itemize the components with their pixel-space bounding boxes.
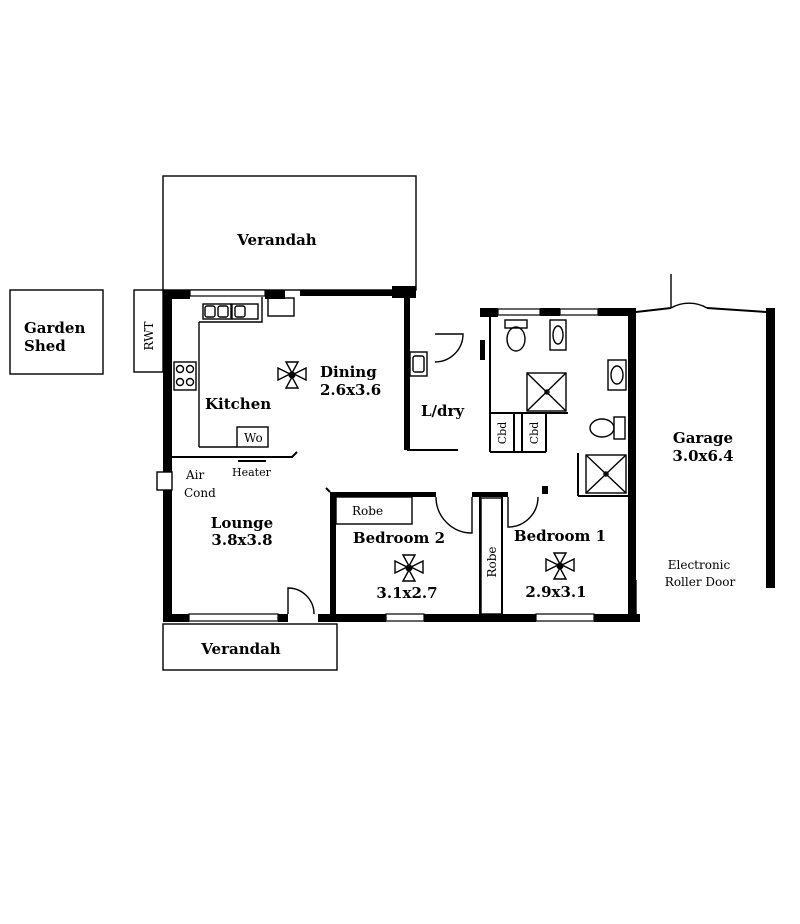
air-cond-label: Air: [185, 468, 205, 482]
lounge-label: Lounge: [211, 514, 273, 532]
bedroom2-label: Bedroom 2: [353, 529, 445, 547]
rwt-label: RWT: [142, 321, 156, 350]
bedroom1-label: Bedroom 1: [514, 527, 606, 545]
roller-door-label-2: Roller Door: [665, 575, 736, 589]
ceiling-fan-icon: [277, 361, 307, 389]
kitchen-label: Kitchen: [205, 395, 271, 413]
exterior-walls: [163, 286, 775, 622]
bedroom1-size: 2.9x3.1: [525, 583, 586, 601]
dining-label: Dining: [320, 363, 377, 381]
verandah-bottom-label: Verandah: [200, 640, 281, 658]
garden-shed-outline: [9, 289, 104, 375]
verandah-bottom-outline: [162, 623, 338, 671]
robe-bedroom1-outline: [480, 497, 503, 615]
lounge-size: 3.8x3.8: [211, 531, 272, 549]
robe-bedroom2-outline: [335, 496, 413, 525]
door-swings: [287, 274, 767, 622]
dining-size: 2.6x3.6: [320, 381, 381, 399]
ceiling-fan-icon: [545, 552, 575, 580]
robe-bedroom1-label: Robe: [485, 546, 499, 577]
roller-door-label: Electronic: [668, 558, 731, 572]
air-cond-label-2: Cond: [184, 486, 216, 500]
cbd-label-1: Cbd: [496, 422, 509, 445]
verandah-top-label: Verandah: [236, 231, 317, 249]
garden-shed-label: Garden: [24, 319, 85, 337]
garage-size: 3.0x6.4: [672, 447, 733, 465]
laundry-label: L/dry: [421, 402, 465, 420]
wo-label: Wo: [244, 431, 263, 445]
windows: [188, 289, 599, 622]
robe-bedroom2-label: Robe: [352, 504, 383, 518]
interior-walls: [172, 316, 628, 622]
cbd-label-2: Cbd: [528, 422, 541, 445]
ceiling-fan-icon: [394, 554, 424, 582]
bathroom-fixtures: [409, 319, 627, 494]
garage-label: Garage: [673, 429, 733, 447]
heater-label: Heater: [232, 466, 272, 479]
garden-shed-label-2: Shed: [24, 337, 66, 355]
bedroom2-size: 3.1x2.7: [376, 584, 437, 602]
wall-oven: [236, 426, 269, 448]
air-cond-unit: [156, 471, 173, 491]
verandah-top-outline: [162, 175, 417, 291]
kitchen-fixtures: [173, 297, 295, 448]
